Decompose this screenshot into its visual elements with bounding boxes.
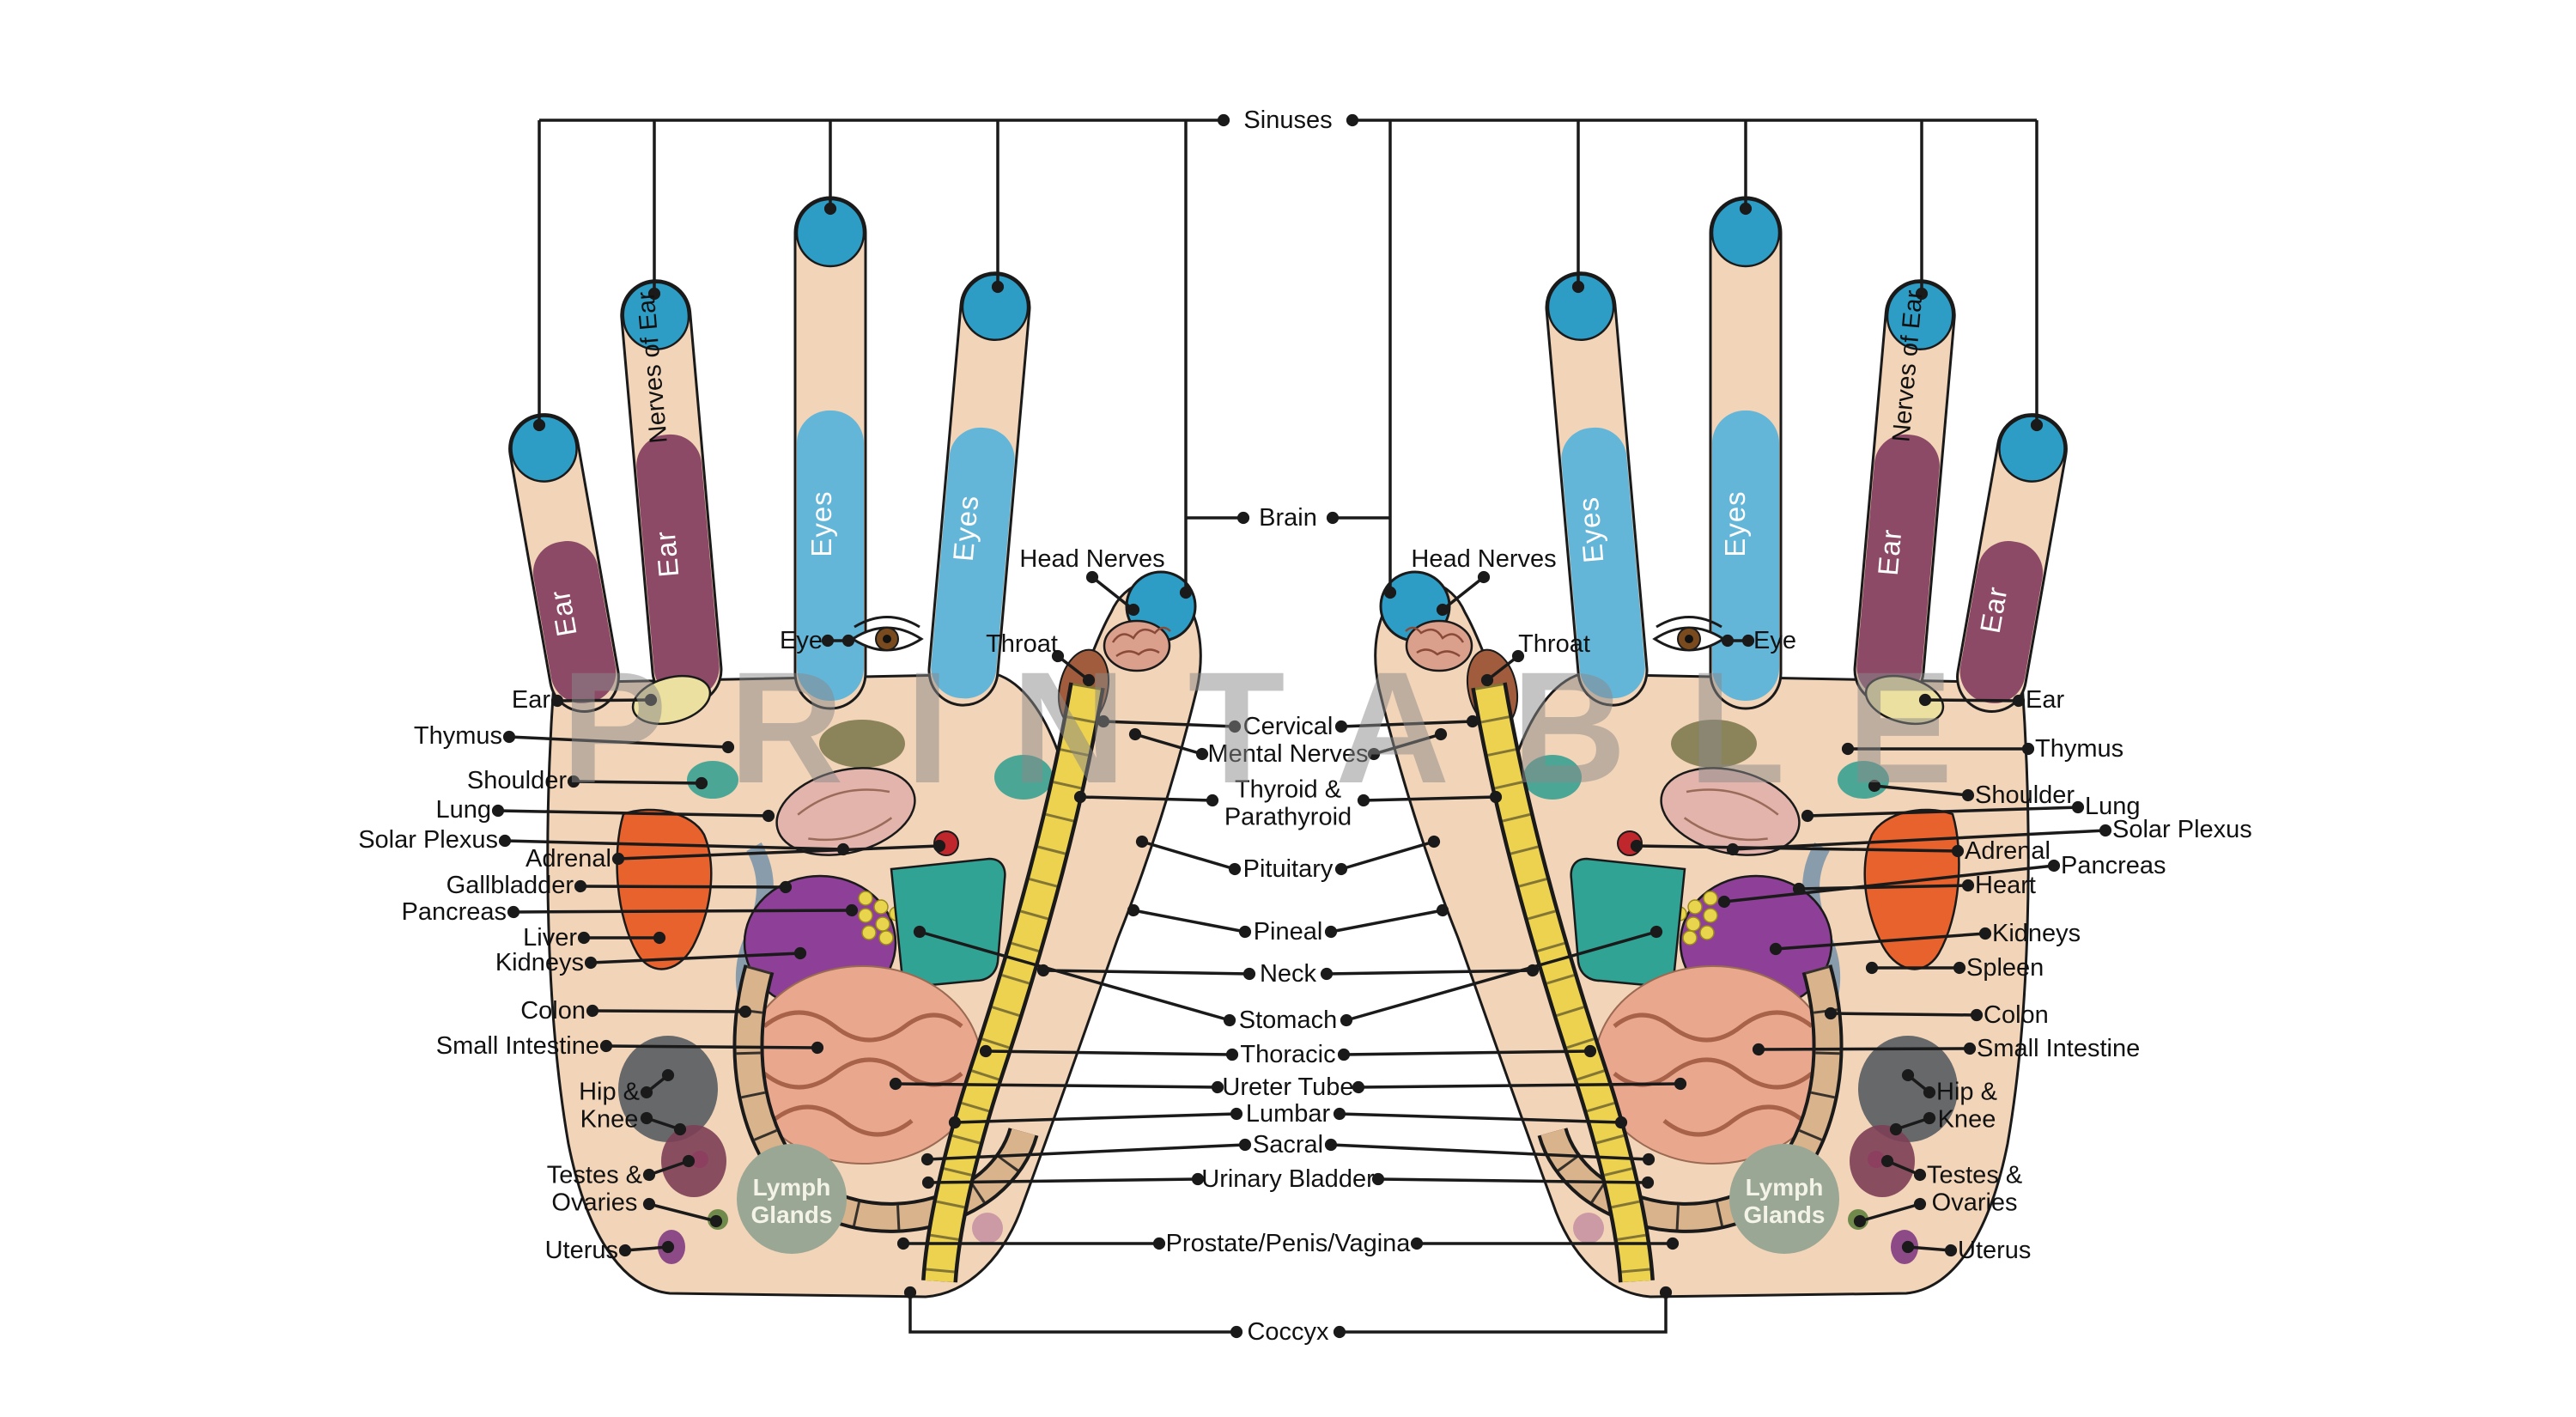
label-left-gallbladder: Gallbladder <box>446 871 574 899</box>
zone-spine <box>925 683 1102 1283</box>
label-left-solar-plexus: Solar Plexus <box>358 825 498 854</box>
label-lumbar: Lumbar <box>1245 1099 1331 1128</box>
label-head-nerves-right: Head Nerves <box>1411 544 1557 573</box>
finger-zone-label-ear: Ear <box>649 529 685 578</box>
zone-adrenal <box>933 830 959 856</box>
label-right-pancreas: Pancreas <box>2061 851 2166 879</box>
label-left-small-intestine: Small Intestine <box>435 1031 599 1060</box>
label-right-thymus: Thymus <box>2035 734 2124 763</box>
lymph-glands-label: Lymph <box>753 1174 831 1201</box>
finger-zone-label-eyes: Eyes <box>947 494 985 563</box>
label-left-testes-ovaries: Testes & Ovaries <box>547 1162 642 1218</box>
label-left-shoulder: Shoulder <box>466 766 567 794</box>
label-line: Knee <box>1937 1106 1996 1134</box>
label-left-uterus: Uterus <box>544 1236 618 1264</box>
label-eye-right: Eye <box>1753 626 1796 654</box>
label-right-uterus: Uterus <box>1958 1236 2032 1264</box>
label-eye-left: Eye <box>780 626 823 654</box>
label-cervical: Cervical <box>1242 712 1334 740</box>
label-left-colon: Colon <box>520 996 586 1025</box>
label-right-heart: Heart <box>1975 871 2036 899</box>
label-right-shoulder: Shoulder <box>1975 781 2075 809</box>
label-throat-left: Throat <box>986 629 1058 658</box>
label-right-kidneys: Kidneys <box>1992 919 2081 947</box>
label-sacral: Sacral <box>1252 1130 1324 1159</box>
label-right-solar-plexus: Solar Plexus <box>2112 815 2252 843</box>
label-thyroid-parathyroid: Thyroid & Parathyroid <box>1224 776 1352 832</box>
label-right-adrenal: Adrenal <box>1965 836 2050 865</box>
label-left-hip-knee: Hip & Knee <box>579 1079 640 1134</box>
label-right-ear: Ear <box>2026 685 2065 714</box>
label-line: Knee <box>580 1106 639 1134</box>
label-ureter-tube: Ureter Tube <box>1222 1073 1354 1101</box>
label-mental-nerves: Mental Nerves <box>1207 739 1369 768</box>
label-left-thymus: Thymus <box>413 721 502 750</box>
label-right-small-intestine: Small Intestine <box>1977 1034 2141 1062</box>
label-line: Ovaries <box>1931 1189 2018 1217</box>
eye-icon <box>850 616 924 652</box>
zone-pancreas-dots <box>858 891 904 946</box>
label-right-colon: Colon <box>1984 1000 2049 1029</box>
zone-teal-index-base <box>994 755 1053 800</box>
label-sinuses: Sinuses <box>1243 106 1333 134</box>
label-coccyx: Coccyx <box>1247 1317 1329 1346</box>
finger-zone-label-eyes: Eyes <box>805 490 837 556</box>
zone-olive <box>819 720 905 768</box>
label-pineal: Pineal <box>1253 917 1323 946</box>
finger-zone-label-eyes: Eyes <box>1719 490 1751 556</box>
label-pituitary: Pituitary <box>1242 854 1334 883</box>
brain-folds <box>1111 626 1171 658</box>
zone-shoulder-teal <box>687 761 738 799</box>
brain-icon <box>1103 619 1171 672</box>
finger-ring <box>620 279 723 706</box>
zone-wrist-dot <box>972 1213 1003 1244</box>
lymph-glands-circle <box>737 1144 847 1254</box>
label-left-kidneys: Kidneys <box>495 948 584 976</box>
label-line: Testes & <box>1927 1161 2023 1189</box>
label-stomach: Stomach <box>1238 1006 1338 1034</box>
label-right-spleen: Spleen <box>1966 953 2044 982</box>
label-left-lung: Lung <box>435 795 491 824</box>
label-left-liver: Liver <box>523 923 577 952</box>
label-head-nerves-left: Head Nerves <box>1019 544 1165 573</box>
label-right-hip-knee: Hip & Knee <box>1936 1079 1997 1134</box>
label-brain: Brain <box>1259 503 1317 532</box>
label-throat-right: Throat <box>1518 629 1590 658</box>
label-line: Hip & <box>1936 1078 1997 1106</box>
lymph-glands-label: Lymph <box>1746 1174 1824 1201</box>
finger-index <box>927 271 1031 707</box>
label-line: Thyroid & <box>1234 775 1342 804</box>
label-neck: Neck <box>1259 959 1317 988</box>
label-line: Ovaries <box>551 1189 638 1217</box>
lymph-glands-label: Glands <box>751 1201 833 1228</box>
label-left-adrenal: Adrenal <box>526 844 611 873</box>
lymph-glands-labels: Lymph Glands Lymph Glands <box>751 1174 1826 1228</box>
finger-pinky <box>508 413 620 713</box>
finger-zone-label-ear: Ear <box>1872 527 1908 576</box>
label-left-ear: Ear <box>511 685 550 714</box>
label-line: Testes & <box>546 1161 642 1189</box>
zone-ear-reflex <box>631 674 712 726</box>
label-left-pancreas: Pancreas <box>401 897 507 926</box>
lymph-glands-label: Glands <box>1744 1201 1826 1228</box>
label-right-lung: Lung <box>2085 792 2141 820</box>
label-thoracic: Thoracic <box>1240 1040 1336 1068</box>
zone-testes-dot <box>691 1151 708 1168</box>
finger-zone-labels: Ear Ear Nerves of Ear Eyes Eyes Eyes Eye… <box>544 289 2014 639</box>
connector-lines <box>491 113 2112 1339</box>
label-line: Hip & <box>579 1078 640 1106</box>
label-line: Parathyroid <box>1224 804 1352 831</box>
label-prostate-penis-vagina: Prostate/Penis/Vagina <box>1165 1229 1411 1257</box>
label-urinary-bladder: Urinary Bladder <box>1201 1165 1375 1193</box>
label-right-testes-ovaries: Testes & Ovaries <box>1927 1162 2022 1218</box>
finger-zone-label-eyes: Eyes <box>1572 496 1610 564</box>
zone-stomach <box>890 857 1006 989</box>
